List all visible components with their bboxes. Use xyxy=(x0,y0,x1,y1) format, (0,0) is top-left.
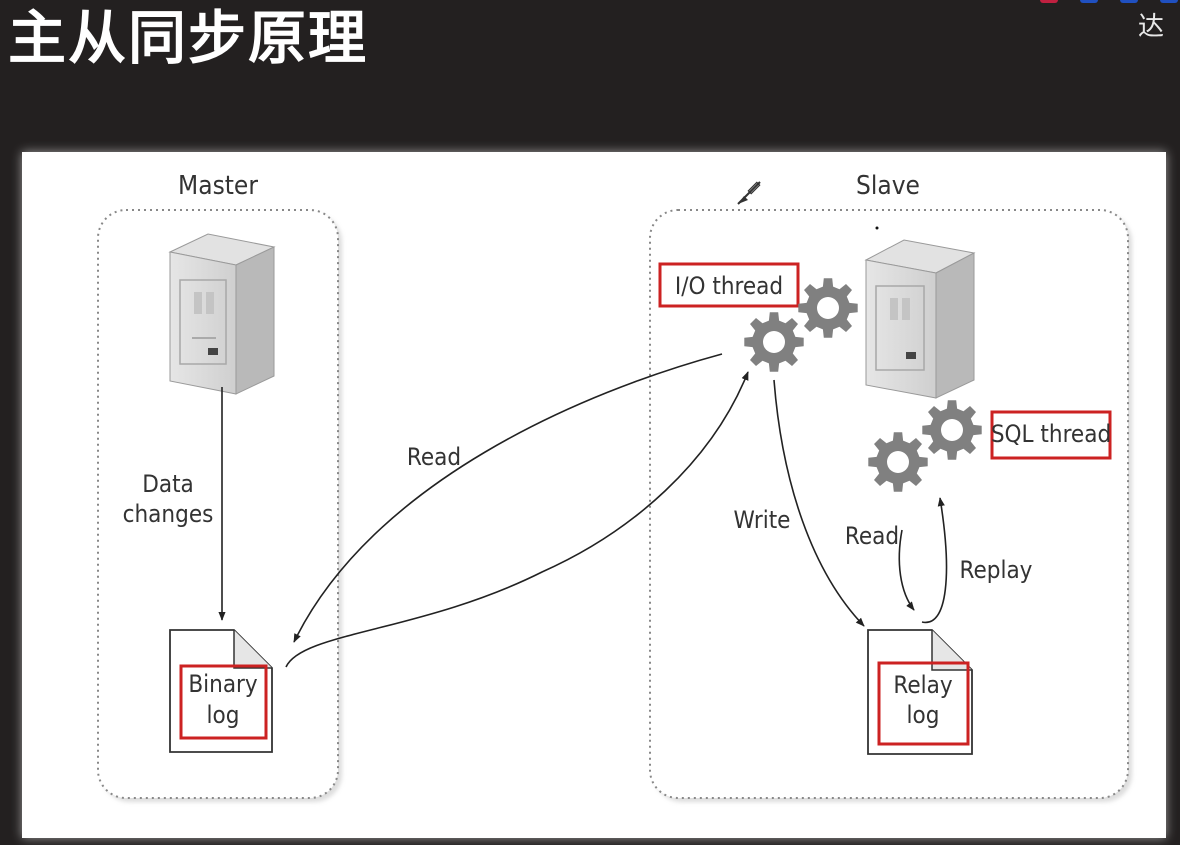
master-server-icon xyxy=(168,233,276,395)
data-changes-label-line1: Data xyxy=(142,470,194,498)
relay-log-highlight-box xyxy=(877,661,970,746)
slide-title: 主从同步原理 xyxy=(8,4,369,72)
sql-thread-highlight-box xyxy=(990,410,1112,460)
corner-color-marks xyxy=(1036,0,1180,4)
corner-mark xyxy=(1120,0,1138,3)
write-label: Write xyxy=(734,506,791,534)
slave-title: Slave xyxy=(856,171,920,201)
sql-read-arrow xyxy=(898,529,915,611)
replay-arrow xyxy=(921,497,948,624)
write-arrow xyxy=(773,379,865,627)
relay-log-label-line1: Relay xyxy=(893,671,952,699)
read-request-arrow xyxy=(293,353,723,643)
data-changes-label-line2: changes xyxy=(123,500,214,528)
gear-hole xyxy=(941,419,963,441)
corner-text: 达 xyxy=(1138,12,1165,42)
gear-hole xyxy=(763,331,785,353)
diagram-canvas: Master Slave Binary xyxy=(22,152,1166,838)
replay-label: Replay xyxy=(960,556,1033,584)
replication-diagram: Master Slave Binary xyxy=(97,171,1132,802)
gears-group xyxy=(744,278,982,492)
binary-log-label-line2: log xyxy=(207,701,240,729)
corner-mark xyxy=(1160,0,1178,3)
io-thread-label: I/O thread xyxy=(675,272,783,300)
binlog-event-arrow xyxy=(285,371,749,668)
corner-mark xyxy=(1040,0,1058,3)
master-read-label: Read xyxy=(407,443,461,471)
gear-hole xyxy=(887,451,909,473)
slave-server-icon xyxy=(864,239,976,399)
corner-mark xyxy=(1080,0,1098,3)
master-title: Master xyxy=(178,171,258,201)
io-thread-highlight-box xyxy=(658,262,800,308)
binary-log-document-icon: Binary log xyxy=(169,629,273,753)
binary-log-highlight-box xyxy=(179,664,268,740)
stray-dot xyxy=(875,226,879,230)
sql-thread-label: SQL thread xyxy=(991,420,1111,448)
slave-read-label: Read xyxy=(845,522,899,550)
relay-log-document-icon: Relay log xyxy=(867,629,973,755)
relay-log-label-line2: log xyxy=(907,701,940,729)
pen-cursor-icon xyxy=(737,181,761,205)
binary-log-label-line1: Binary xyxy=(188,670,258,698)
gear-hole xyxy=(817,297,839,319)
